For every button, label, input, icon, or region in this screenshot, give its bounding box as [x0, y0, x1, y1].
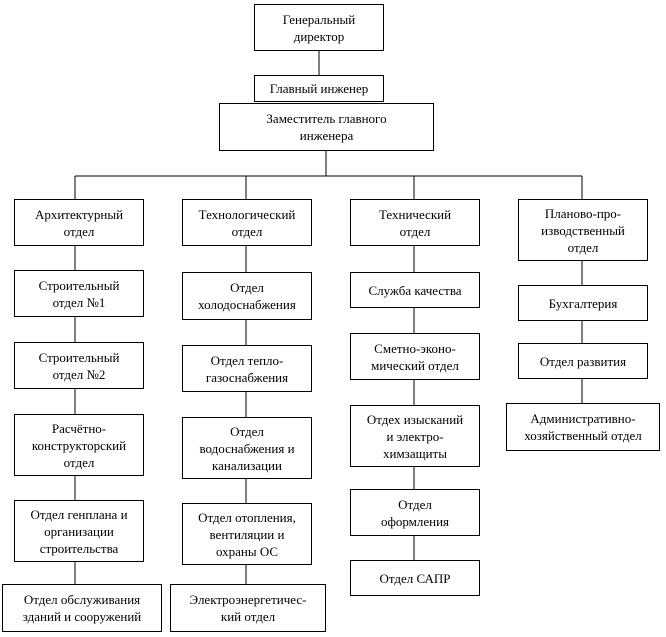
- building-maintenance-dept-box: Отдел обслуживания зданий и сооружений: [2, 584, 162, 632]
- dept-label: Электроэнергетичес- кий отдел: [189, 592, 307, 624]
- dept-label: Строительный отдел №1: [38, 277, 120, 310]
- technical-dept-label: Технический отдел: [378, 206, 452, 239]
- dept-label: Отдех изысканий и электро- химзащиты: [366, 411, 464, 461]
- architectural-dept-label: Архитектурный отдел: [34, 206, 124, 239]
- quality-service-box: Служба качества: [350, 272, 480, 308]
- surveys-dept-box: Отдех изысканий и электро- химзащиты: [350, 405, 480, 467]
- cooling-dept-box: Отдел холодоснабжения: [182, 272, 312, 320]
- technological-dept-label: Технологический отдел: [198, 206, 296, 239]
- accounting-box: Бухгалтерия: [518, 285, 648, 321]
- deputy-chief-engineer-label: Заместитель главного инженера: [266, 111, 387, 143]
- dept-label: Отдел водоснабжения и канализации: [199, 423, 295, 473]
- dept-label: Отдел тепло- газоснабжения: [205, 352, 289, 385]
- dept-label: Строительный отдел №2: [38, 349, 120, 382]
- planning-production-dept-label: Планово-про- изводственный отдел: [541, 205, 625, 255]
- admin-household-dept-box: Административно- хозяйственный отдел: [506, 403, 660, 451]
- dept-label: Отдел САПР: [379, 570, 451, 586]
- water-sewerage-dept-box: Отдел водоснабжения и канализации: [182, 417, 312, 479]
- dept-label: Отдел генплана и организации строительст…: [30, 506, 128, 556]
- construction-dept-2-box: Строительный отдел №2: [14, 342, 144, 389]
- planning-production-dept-box: Планово-про- изводственный отдел: [518, 199, 648, 261]
- ceo-box: Генеральный директор: [254, 4, 384, 51]
- technological-dept-box: Технологический отдел: [182, 199, 312, 246]
- dept-label: Отдел обслуживания зданий и сооружений: [22, 592, 142, 624]
- electrical-dept-box: Электроэнергетичес- кий отдел: [170, 584, 326, 632]
- chief-engineer-box: Главный инженер: [254, 75, 384, 102]
- dept-label: Отдел развития: [539, 353, 627, 369]
- design-calc-dept-box: Расчётно- конструкторский отдел: [14, 414, 144, 476]
- dept-label: Административно- хозяйственный отдел: [524, 411, 642, 443]
- chief-engineer-label: Главный инженер: [269, 81, 369, 96]
- dept-label: Сметно-эконо- мический отдел: [371, 340, 459, 373]
- dept-label: Отдел оформления: [380, 496, 450, 529]
- deputy-chief-engineer-box: Заместитель главного инженера: [219, 103, 434, 151]
- ceo-label: Генеральный директор: [282, 11, 356, 44]
- dept-label: Расчётно- конструкторский отдел: [31, 420, 127, 470]
- drafting-dept-box: Отдел оформления: [350, 489, 480, 536]
- heat-gas-dept-box: Отдел тепло- газоснабжения: [182, 345, 312, 392]
- construction-dept-1-box: Строительный отдел №1: [14, 270, 144, 317]
- technical-dept-box: Технический отдел: [350, 199, 480, 246]
- dept-label: Отдел холодоснабжения: [198, 280, 296, 312]
- cad-dept-box: Отдел САПР: [350, 560, 480, 596]
- dept-label: Бухгалтерия: [548, 295, 618, 311]
- architectural-dept-box: Архитектурный отдел: [14, 199, 144, 246]
- dept-label: Отдел отопления, вентиляции и охраны ОС: [198, 509, 296, 559]
- hvac-dept-box: Отдел отопления, вентиляции и охраны ОС: [182, 503, 312, 565]
- master-plan-dept-box: Отдел генплана и организации строительст…: [14, 500, 144, 562]
- dept-label: Служба качества: [368, 282, 462, 298]
- development-dept-box: Отдел развития: [518, 343, 648, 379]
- estimates-economics-dept-box: Сметно-эконо- мический отдел: [350, 333, 480, 380]
